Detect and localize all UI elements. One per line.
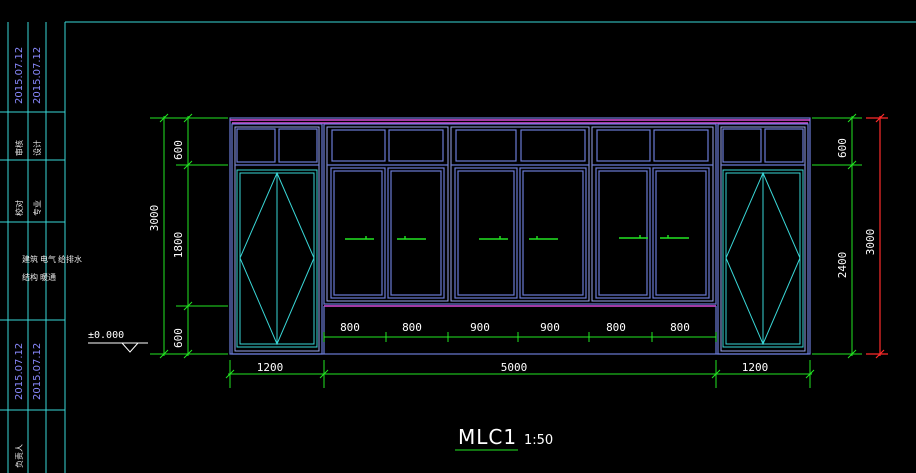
handle-marks [345, 235, 689, 240]
center-panel-dimensions: 800 800 900 900 800 800 [323, 321, 717, 342]
title-block-role-2: 结构 [22, 272, 38, 282]
level-mark: ±0.000 [88, 330, 148, 353]
title-block: 2015.07.12 2015.07.12 2015.07.12 2015.07… [0, 22, 82, 473]
bottom-dim-center: 5000 [501, 361, 528, 374]
bottom-dim-right: 1200 [742, 361, 769, 374]
left-dim-bottom: 600 [172, 328, 185, 348]
right-dim-total: 3000 [864, 229, 877, 256]
title-block-label-1: 审核 [14, 140, 24, 156]
left-vertical-dimension: 3000 600 1800 600 [148, 113, 228, 359]
left-side-panel [231, 123, 323, 355]
title-block-label-5: 负责人 [14, 444, 24, 468]
right-side-panel [717, 123, 809, 355]
title-block-role-1: 建筑 [22, 254, 38, 264]
drawing-title-text: MLC1 [458, 425, 517, 449]
left-dim-middle: 1800 [172, 232, 185, 259]
title-block-label-2: 设计 [32, 140, 42, 156]
right-vertical-dimension: 600 2400 3000 [812, 113, 888, 359]
level-mark-text: ±0.000 [88, 330, 124, 341]
center-sliding-panels [323, 123, 717, 354]
bottom-dim-left: 1200 [257, 361, 284, 374]
window-frame [229, 117, 811, 355]
title-block-date-4: 2015.07.12 [32, 343, 43, 400]
panel-dim-5: 800 [606, 321, 626, 334]
title-block-date-1: 2015.07.12 [14, 47, 25, 104]
right-dim-top: 600 [836, 138, 849, 158]
drawing-title: MLC1 1:50 [455, 425, 553, 451]
title-block-date-2: 2015.07.12 [32, 47, 43, 104]
title-block-date-3: 2015.07.12 [14, 343, 25, 400]
panel-dim-4: 900 [540, 321, 560, 334]
title-block-role-5: 给排水 [58, 254, 82, 264]
left-dim-top: 600 [172, 140, 185, 160]
drawing-scale-text: 1:50 [524, 433, 553, 448]
title-block-label-4: 专业 [32, 200, 42, 216]
panel-dim-3: 900 [470, 321, 490, 334]
right-dim-bottom: 2400 [836, 252, 849, 279]
left-dim-total: 3000 [148, 205, 161, 232]
title-block-role-4: 暖通 [40, 272, 56, 282]
panel-dim-6: 800 [670, 321, 690, 334]
panel-dim-1: 800 [340, 321, 360, 334]
title-block-label-3: 校对 [14, 200, 24, 216]
panel-dim-2: 800 [402, 321, 422, 334]
title-block-role-3: 电气 [40, 254, 56, 264]
bottom-dimension-line: 1200 5000 1200 [225, 360, 815, 388]
